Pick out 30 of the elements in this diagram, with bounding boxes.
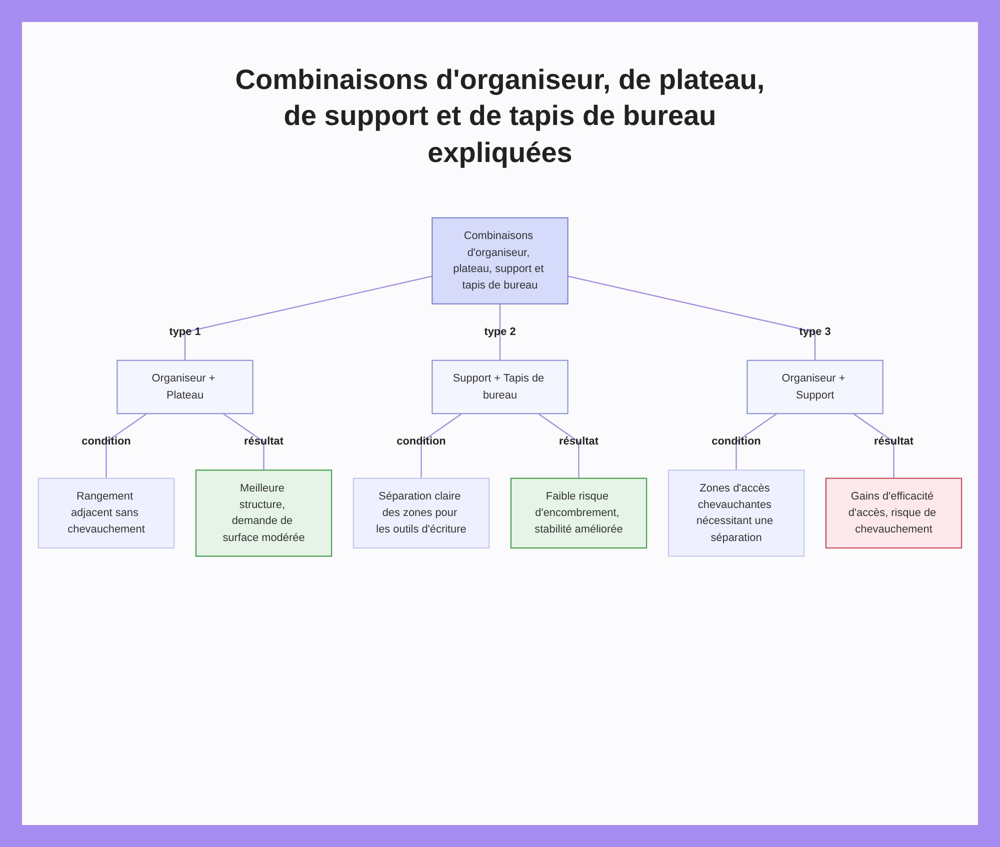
connector: [184, 276, 432, 360]
edge-label: résultat: [558, 435, 599, 448]
edge-label: condition: [396, 435, 446, 448]
process-box: Séparation claire des zones pour les outils d'écriture: [352, 478, 490, 549]
card-panel: Combinaisons d'organiseur, de plateau, de support et de tapis de bureau expliquées type 1 type 2 type 3 condition résultat condition résultat condition résultat Combinaisons d'organiseur, plateau, support et tapis de bureau Organiseur + Plateau Support + Tapis de bureau Organiseur + Support Rangement adjacent sans chevauchement Meilleure structure, demande de surface modérée Séparation claire des zones pour les outils d'écriture Faible risque d'encombrement, stabilité améliorée Zones d'accès chevauchantes nécessitant une séparation Gains d'efficacité d'accès, risque de chevauchement: [22, 22, 978, 825]
connector: [222, 413, 264, 470]
connector: [499, 304, 501, 360]
process-box: Faible risque d'encombrement, stabilité améliorée: [510, 478, 648, 549]
connector: [106, 413, 148, 478]
process-box: Organiseur + Plateau: [116, 360, 254, 414]
process-box: Meilleure structure, demande de surface modérée: [195, 470, 332, 557]
process-box: Support + Tapis de bureau: [432, 360, 568, 414]
process-box: Gains d'efficacité d'accès, risque de chevauchement: [825, 478, 962, 549]
edge-label: type 1: [169, 325, 201, 338]
connector: [852, 413, 894, 478]
process-box: Zones d'accès chevauchantes nécessitant une séparation: [668, 470, 805, 557]
connector: [420, 413, 462, 478]
edge-label: type 2: [484, 325, 516, 338]
edge-label: type 3: [799, 325, 831, 338]
edge-label: condition: [712, 435, 761, 448]
edge-label: résultat: [244, 435, 284, 448]
edge-label: condition: [82, 435, 131, 448]
connector: [568, 276, 816, 360]
connector: [538, 413, 580, 478]
edge-label: résultat: [874, 435, 914, 448]
process-box: Organiseur + Support: [746, 360, 884, 414]
connector: [736, 413, 778, 470]
process-box: Rangement adjacent sans chevauchement: [38, 478, 175, 549]
diagram-title: Combinaisons d'organiseur, de plateau, de support et de tapis de bureau expliquées: [234, 63, 766, 170]
process-box: Combinaisons d'organiseur, plateau, support et tapis de bureau: [432, 217, 568, 304]
